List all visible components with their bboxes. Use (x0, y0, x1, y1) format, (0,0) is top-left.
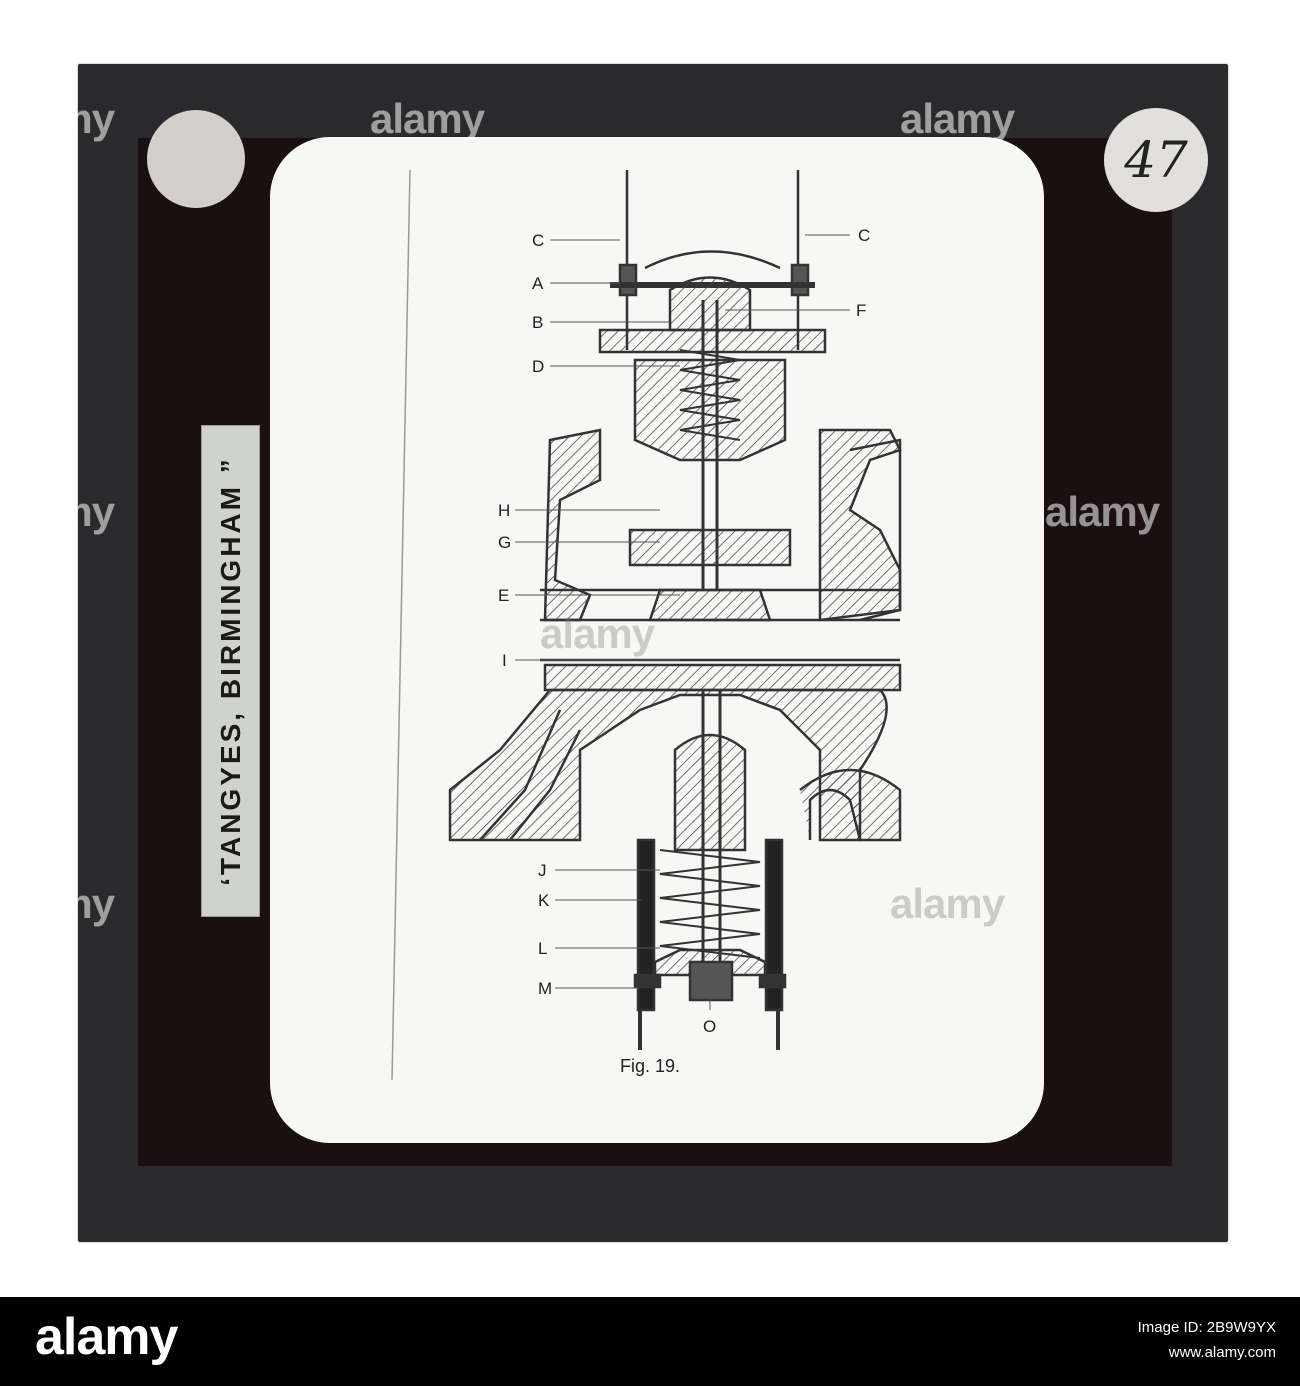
label-f: F (856, 301, 866, 320)
label-g: G (498, 533, 511, 552)
valve-cross-section-drawing: C C A B F D H G E I J K L M O Fig. 19. (391, 169, 902, 1081)
label-e: E (498, 586, 509, 605)
watermark-2: alamy (370, 95, 485, 142)
label-o: O (703, 1017, 716, 1036)
watermark-6: alamy (540, 610, 655, 657)
label-h: H (498, 501, 510, 520)
slide-number: 47 (1124, 131, 1188, 189)
label-j: J (538, 861, 547, 880)
photo: 47 ‘TANGYES, BIRMINGHAM ” (0, 64, 1228, 1242)
label-c-right: C (858, 226, 870, 245)
label-l: L (538, 939, 547, 958)
maker-label-text: ‘TANGYES, BIRMINGHAM ” (214, 456, 246, 886)
watermark-5: alamy (1045, 488, 1160, 535)
watermark-8: alamy (890, 880, 1005, 927)
watermark-4: alamy (0, 488, 115, 535)
label-k: K (538, 891, 550, 910)
label-m: M (538, 979, 552, 998)
maker-label: ‘TANGYES, BIRMINGHAM ” (201, 425, 260, 917)
stock-logo: alamy (35, 1308, 178, 1366)
label-c-left: C (532, 231, 544, 250)
stock-meta: Image ID: 2B9W9YX www.alamy.com (1138, 1315, 1276, 1365)
stock-site: www.alamy.com (1168, 1344, 1276, 1361)
label-b: B (532, 313, 543, 332)
label-a: A (532, 274, 544, 293)
stock-bar: alamy Image ID: 2B9W9YX www.alamy.com (0, 1297, 1300, 1386)
label-i: I (502, 651, 507, 670)
slide-dot-right: 47 (1104, 108, 1208, 212)
stock-image-id: Image ID: 2B9W9YX (1137, 1319, 1276, 1336)
slide-dot-left (147, 110, 245, 208)
watermark-7: alamy (0, 880, 115, 927)
watermark-3: alamy (900, 95, 1015, 142)
label-d: D (532, 357, 544, 376)
figure-caption: Fig. 19. (620, 1056, 680, 1076)
watermark-1: alamy (0, 95, 115, 142)
